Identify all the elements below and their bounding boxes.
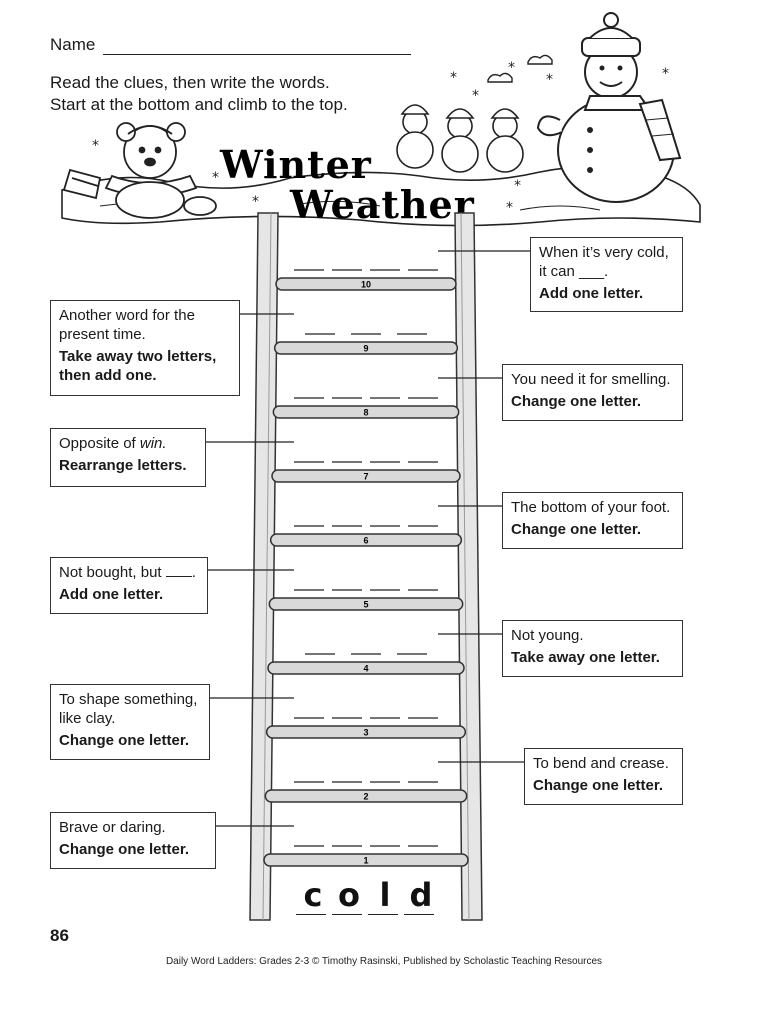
clue-action: Change one letter.	[511, 393, 642, 410]
start-letter: c	[303, 876, 323, 914]
start-letter: l	[379, 876, 391, 914]
clue-box-2: To bend and crease. Change one letter.	[524, 748, 683, 805]
start-word: c o l d	[296, 872, 440, 916]
start-letter: d	[409, 876, 433, 914]
svg-text:*: *	[252, 194, 259, 210]
ladder-rung	[272, 405, 460, 419]
name-label: Name	[50, 35, 96, 54]
svg-text:*: *	[450, 70, 457, 86]
snowman-icon	[536, 12, 682, 203]
rung-number: 1	[363, 856, 368, 866]
clue-text: Brave or daring.	[59, 819, 166, 836]
clue-box-3: To shape something, like clay. Change on…	[50, 684, 210, 760]
title-line2: Weather	[289, 182, 475, 227]
ladder-left-rail	[249, 212, 279, 921]
rung-number: 8	[363, 408, 368, 418]
svg-text:*: *	[212, 170, 219, 186]
clue-text: Another word for the present time.	[59, 307, 195, 343]
clue-action: Rearrange letters.	[59, 457, 187, 474]
ladder-rung	[268, 597, 464, 611]
svg-text:*: *	[508, 60, 515, 76]
clue-text: To shape something, like clay.	[59, 691, 198, 727]
snowflake-icon: * * * * * * * * * *	[92, 60, 669, 216]
ladder-rung	[263, 853, 469, 867]
rung-number: 4	[363, 664, 368, 674]
ladder-rung	[265, 725, 467, 739]
clue-connectors	[206, 250, 530, 827]
ladder-rung	[271, 469, 461, 483]
bear-icon	[62, 122, 217, 219]
credit-line: Daily Word Ladders: Grades 2-3 © Timothy…	[165, 956, 603, 967]
small-snowmen	[396, 104, 524, 173]
ladder-rung	[275, 277, 457, 291]
clue-text: Not bought, but .	[59, 564, 196, 581]
clue-text: When it’s very cold, it can ___.	[539, 244, 669, 280]
title-line1: Winter	[219, 142, 372, 187]
instruction-2: Start at the bottom and climb to the top…	[50, 95, 348, 114]
clue-box-6: The bottom of your foot. Change one lett…	[502, 492, 683, 549]
winter-illustration: * * * * * * * * * * Winter Weather	[61, 12, 701, 227]
ladder-rung	[264, 789, 468, 803]
svg-text:*: *	[472, 88, 479, 104]
ladder-rung	[269, 533, 463, 547]
svg-text:*: *	[546, 72, 553, 88]
name-row: Name	[50, 35, 412, 55]
clue-action: Change one letter.	[59, 732, 190, 749]
ladder-rung	[267, 661, 465, 675]
clue-text: The bottom of your foot.	[511, 499, 671, 516]
rung-number: 9	[363, 344, 368, 354]
clue-text: To bend and crease.	[533, 755, 669, 772]
svg-text:*: *	[662, 66, 669, 82]
clue-action: Change one letter.	[533, 777, 664, 794]
clue-box-4: Not young. Take away one letter.	[502, 620, 683, 677]
clue-box-7: Opposite of win. Rearrange letters.	[50, 428, 206, 487]
clue-text: Opposite of win.	[59, 435, 167, 452]
clue-box-5: Not bought, but . Add one letter.	[50, 557, 208, 614]
cloud-icon	[487, 54, 553, 83]
clue-action: Change one letter.	[59, 841, 190, 858]
rung-number: 3	[363, 728, 368, 738]
clue-action: Change one letter.	[511, 521, 642, 538]
clue-box-10: When it’s very cold, it can ___. Add one…	[530, 237, 683, 312]
clue-text: Not young.	[511, 627, 584, 644]
clue-text: You need it for smelling.	[511, 371, 671, 388]
ladder-rung	[273, 341, 459, 355]
svg-text:*: *	[506, 200, 513, 216]
start-letter: o	[338, 876, 360, 914]
name-field[interactable]	[103, 36, 412, 55]
rung-number: 6	[363, 536, 368, 546]
rung-number: 7	[363, 472, 368, 482]
ladder: 10 9 8 7 6 5 4 3 2 1	[249, 212, 483, 921]
instruction-1: Read the clues, then write the words.	[50, 73, 330, 92]
svg-text:*: *	[514, 178, 521, 194]
rung-number: 10	[361, 280, 371, 290]
clue-action: Take away one letter.	[511, 649, 660, 666]
ladder-right-rail	[454, 212, 483, 921]
svg-text:*: *	[92, 138, 99, 154]
page-number: 86	[50, 926, 69, 945]
clue-action: Add one letter.	[539, 285, 644, 302]
clue-action: Take away two letters, then add one.	[59, 348, 217, 384]
clue-box-8: You need it for smelling. Change one let…	[502, 364, 683, 421]
rung-number: 5	[363, 600, 368, 610]
clue-box-1: Brave or daring. Change one letter.	[50, 812, 216, 869]
rung-number: 2	[363, 792, 368, 802]
clue-box-9: Another word for the present time. Take …	[50, 300, 240, 396]
clue-action: Add one letter.	[59, 586, 164, 603]
